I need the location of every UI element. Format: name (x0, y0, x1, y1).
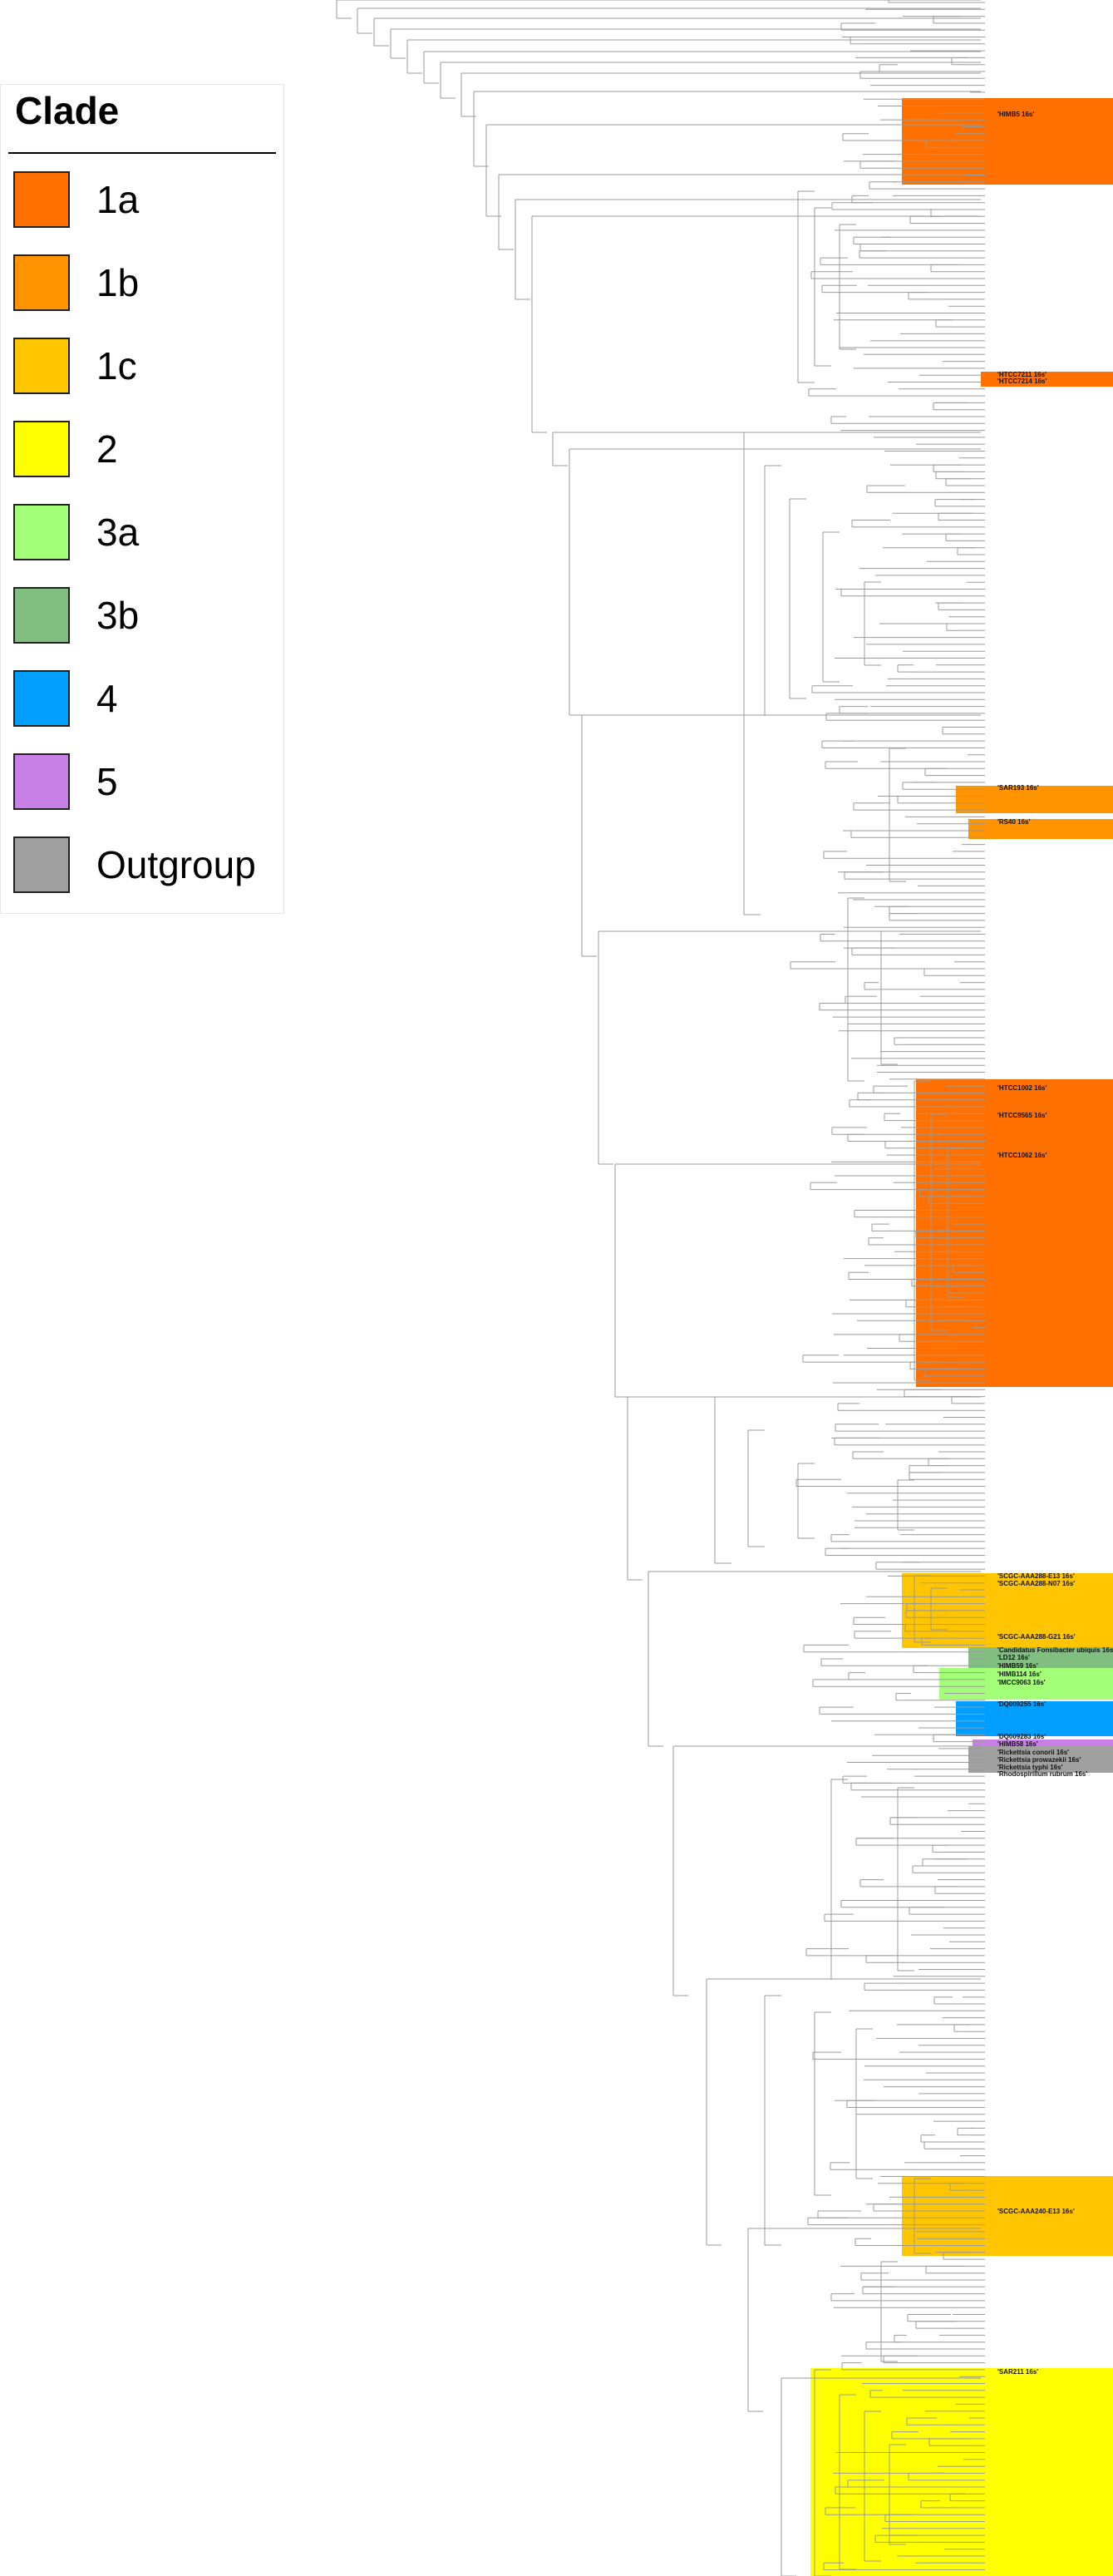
legend-swatch-1b (13, 254, 70, 311)
legend-label-3b: 3b (96, 594, 140, 637)
legend-swatch-3b (13, 587, 70, 644)
legend-swatch-1a (13, 171, 70, 228)
strain-label: 'SAR211 16s' (997, 2368, 1039, 2376)
strain-label: 'DQ009283 16s' (997, 1733, 1047, 1740)
legend-label-outgroup: Outgroup (96, 843, 256, 886)
strain-label: 'IMCC9063 16s' (997, 1679, 1046, 1686)
legend-divider (8, 152, 276, 154)
strain-label: 'Rickettsia conorii 16s' (997, 1749, 1070, 1756)
legend-label-1b: 1b (96, 261, 140, 304)
strain-label: 'HIMB5 16s' (997, 111, 1035, 118)
legend-swatch-5 (13, 753, 70, 810)
strain-label: 'HIMB114 16s' (997, 1670, 1042, 1678)
strain-label: 'HTCC1062 16s' (997, 1152, 1047, 1159)
legend-swatch-3a (13, 504, 70, 560)
strain-label: 'SCGC-AAA240-E13 16s' (997, 2208, 1075, 2215)
legend-title: Clade (15, 89, 120, 132)
legend-label-1c: 1c (96, 344, 137, 387)
strain-label: 'SCGC-AAA288-E13 16s' (997, 1572, 1075, 1580)
strain-label: 'SAR193 16s' (997, 784, 1039, 792)
legend-swatch-2 (13, 421, 70, 477)
strain-label: 'HTCC7214 16s' (997, 378, 1047, 385)
legend-swatch-1c (13, 338, 70, 394)
strain-label: 'Candidatus Fonsibacter ubiquis 16s' (997, 1646, 1113, 1654)
strain-label: 'RS40 16s' (997, 818, 1031, 826)
legend-label-1a: 1a (96, 178, 140, 221)
legend-swatch-outgroup (13, 836, 70, 893)
clade-band-1a (981, 372, 1113, 387)
legend-label-5: 5 (96, 760, 118, 803)
clade-band-1c (902, 2176, 1113, 2256)
strain-label: 'HIMB58 16s' (997, 1740, 1038, 1748)
strain-label: 'SCGC-AAA288-N07 16s' (997, 1580, 1076, 1587)
clade-band-3a (939, 1668, 1113, 1700)
clade-band-1a (902, 98, 1113, 185)
strain-label: 'HTCC9565 16s' (997, 1112, 1047, 1119)
strain-label: 'HTCC7211 16s' (997, 371, 1047, 378)
legend-label-3a: 3a (96, 511, 140, 554)
strain-label: 'Rickettsia typhi 16s' (997, 1764, 1063, 1771)
strain-label: 'Rickettsia prowazekii 16s' (997, 1756, 1081, 1764)
strain-label: 'LD12 16s' (997, 1654, 1030, 1661)
strain-label: 'HTCC1002 16s' (997, 1084, 1047, 1092)
legend-swatch-4 (13, 670, 70, 727)
legend-label-2: 2 (96, 427, 118, 471)
strain-label: 'SCGC-AAA288-G21 16s' (997, 1633, 1076, 1641)
strain-label: 'Rhodospirillum rubrum 16s' (997, 1770, 1088, 1778)
clade-band-1b (956, 786, 1113, 813)
strain-label: 'HIMB59 16s' (997, 1662, 1038, 1670)
clade-band-3b (968, 1647, 1113, 1668)
tree-branches (336, 0, 985, 2576)
clade-band-outgroup (968, 1746, 1113, 1773)
clade-band-1b (968, 819, 1113, 839)
legend-label-4: 4 (96, 677, 118, 720)
clade-band-2 (810, 2368, 1113, 2576)
strain-label: 'DQ009255 16s' (997, 1700, 1047, 1708)
clade-band-1a (916, 1079, 1113, 1387)
